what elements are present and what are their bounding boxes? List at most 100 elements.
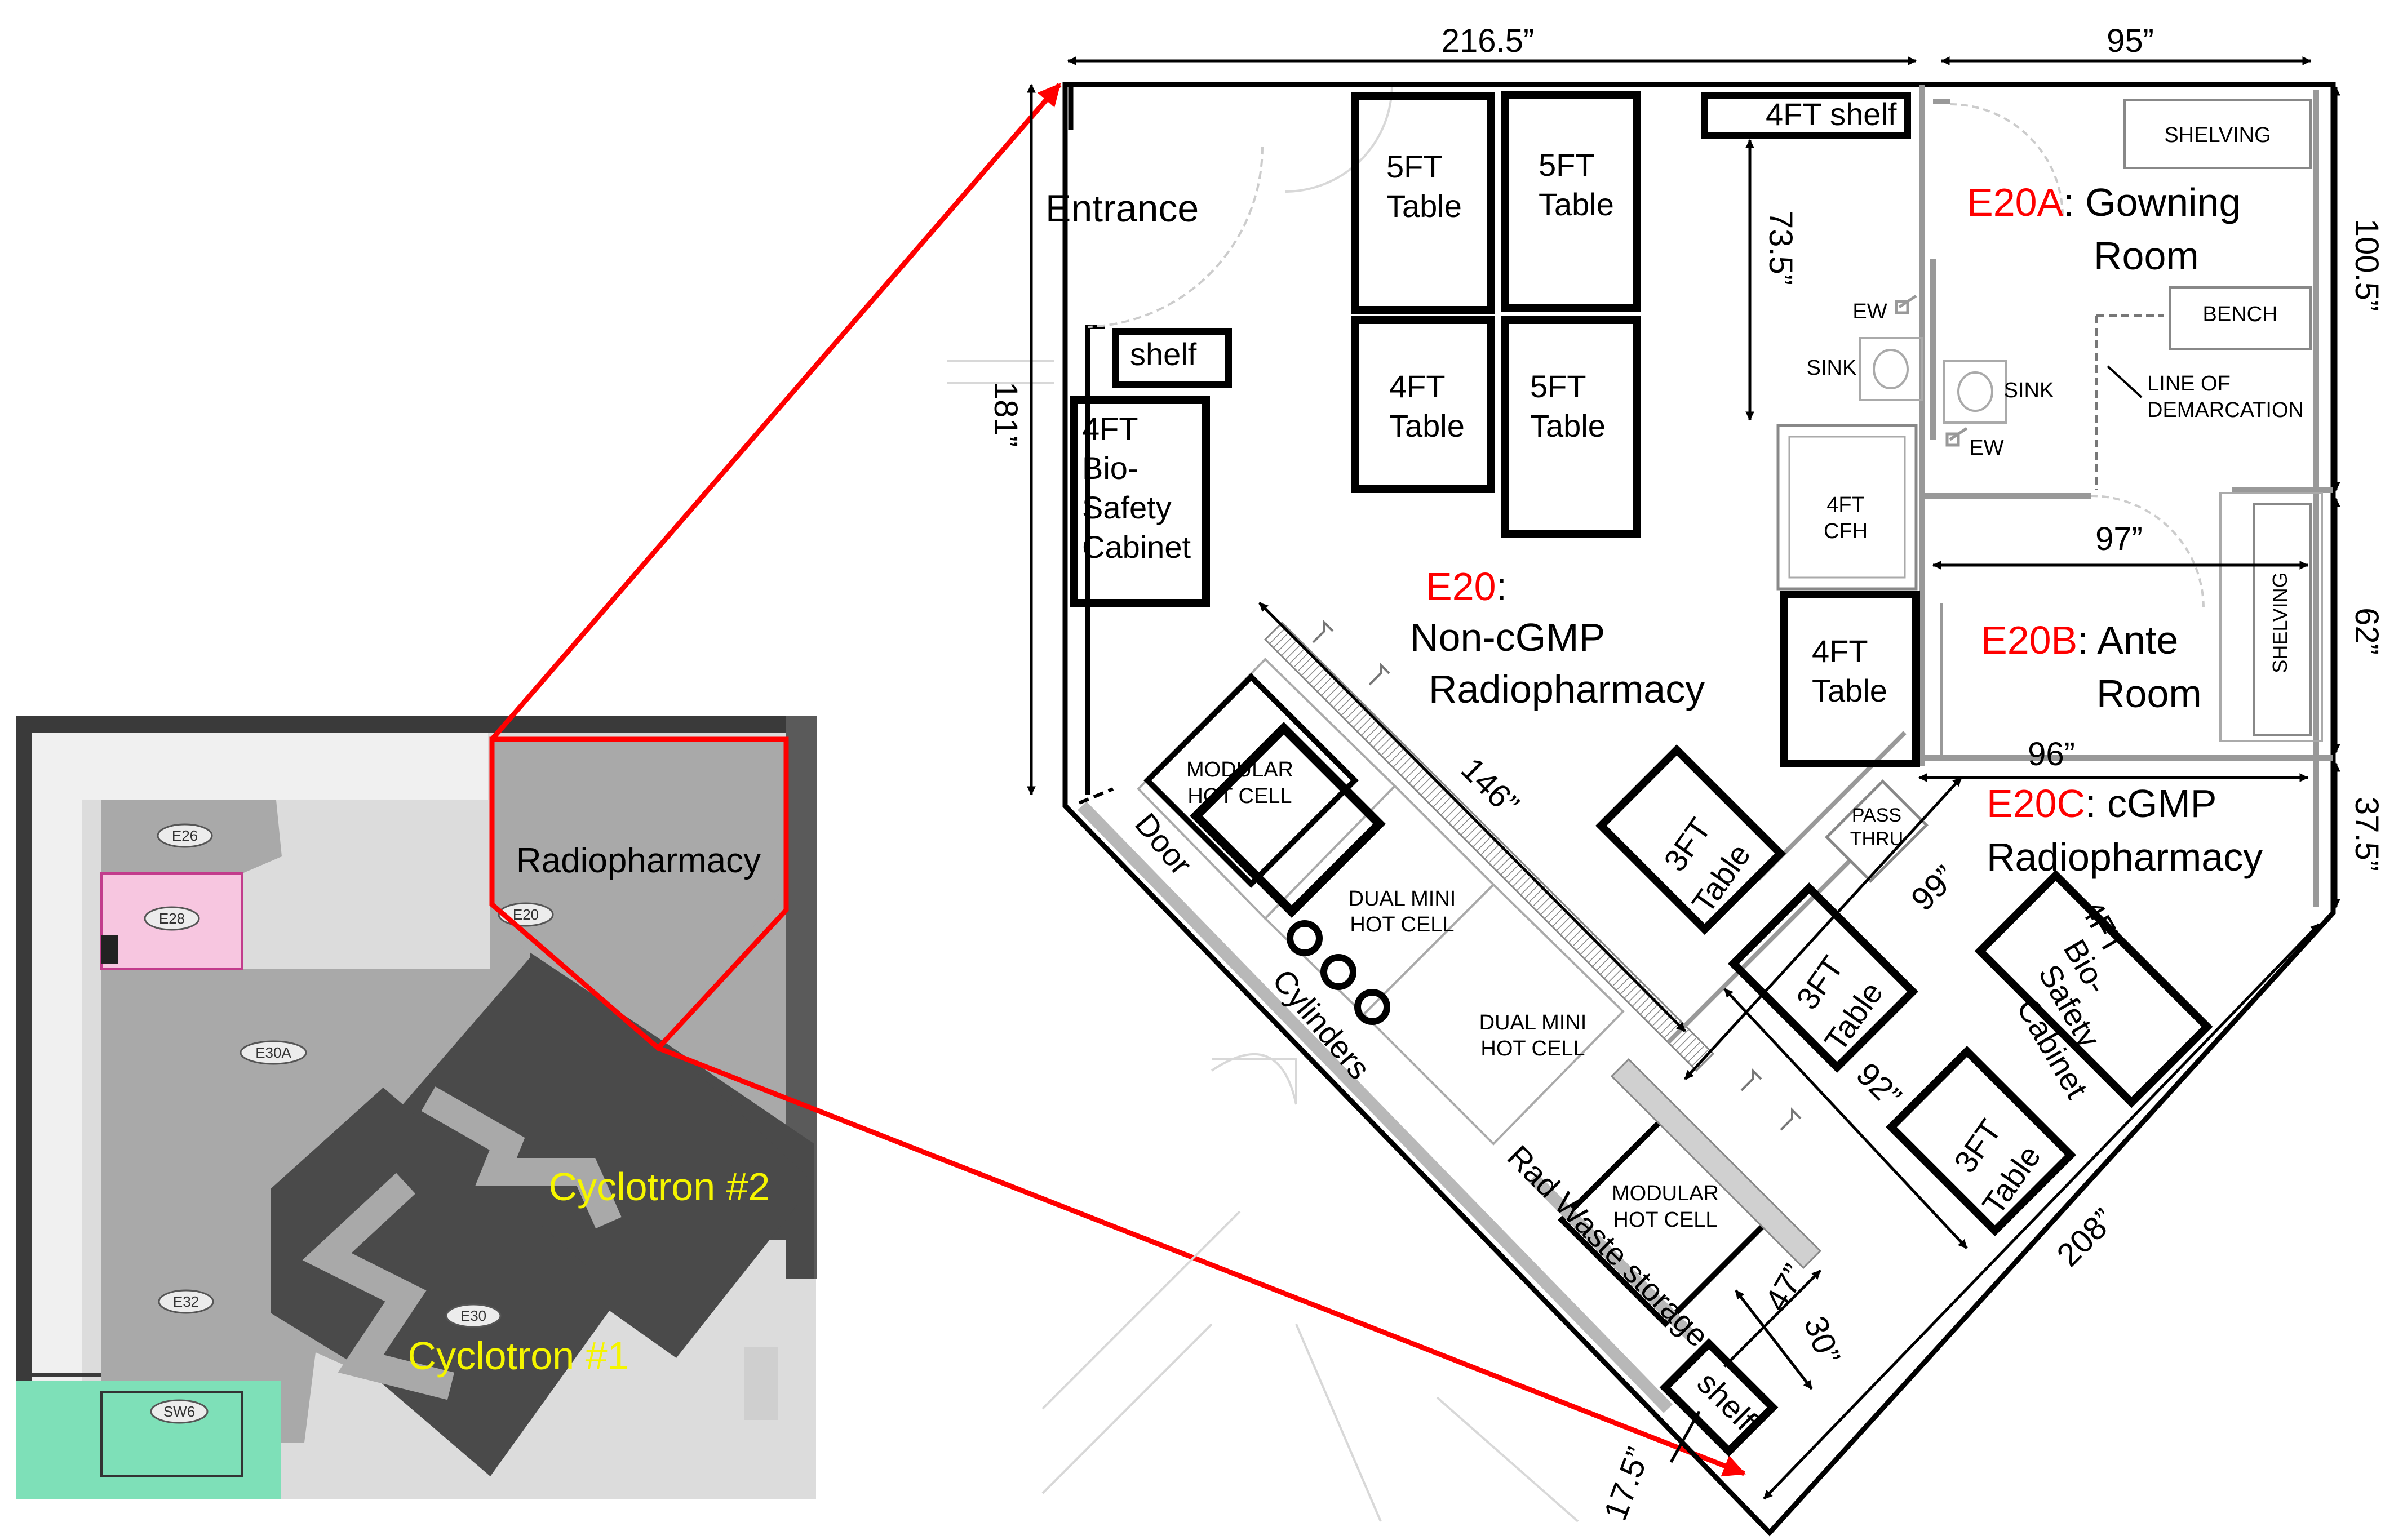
sink-1 <box>1859 337 1923 401</box>
eyewash-1-icon <box>1895 294 1917 314</box>
ante-door-swing <box>2090 495 2205 609</box>
room-tag-e26: E26 <box>157 823 213 848</box>
e20b-heading: E20B: Ante <box>1981 618 2178 662</box>
e20c-code: E20C <box>1987 782 2085 826</box>
sink-2 <box>1943 360 2007 424</box>
cyclotron-1-maze <box>302 1173 455 1400</box>
north-wall <box>16 716 816 733</box>
dual-2-line1: DUAL MINI <box>1479 1011 1587 1035</box>
radiopharmacy-room-fill <box>490 738 786 1048</box>
entrance-door-swing <box>1087 146 1264 328</box>
site-plan: E26 E28 E30A E32 E30 E20 SW6 Radiopharma… <box>16 716 817 1499</box>
modular-hot-cell-1 <box>1190 722 1386 918</box>
e20c-heading: E20C: cGMP <box>1987 782 2216 826</box>
table-4ft-top-line2: Table <box>1389 408 1465 443</box>
door-marker <box>1078 787 1114 805</box>
dim-100-label: 100.5” <box>2348 219 2385 311</box>
room-label-e32: E32 <box>173 1293 199 1310</box>
room-label-e26: E26 <box>172 827 198 844</box>
e20a-code: E20A <box>1967 180 2064 224</box>
e20a-line2: Room <box>2094 234 2199 278</box>
table-5ft-2 <box>1501 91 1641 312</box>
utility-connectors <box>1312 620 1802 1131</box>
surrounding-architecture <box>947 84 1579 1523</box>
gas-cylinder-2 <box>1320 954 1356 990</box>
gowning-door-swing <box>1949 103 2064 218</box>
dual-1-line2: HOT CELL <box>1350 913 1454 937</box>
cfh-hood-inner <box>1788 436 1906 579</box>
dim-line-146 <box>1258 602 1686 1032</box>
table-5ft-3 <box>1501 316 1641 538</box>
table-4ft-top <box>1351 316 1495 493</box>
room-label-e30: E30 <box>460 1307 486 1324</box>
room-label-e28: E28 <box>159 910 185 927</box>
pass-thru-line2: THRU <box>1850 828 1903 850</box>
room-tag-sw6: SW6 <box>150 1399 209 1424</box>
sink-2-label: SINK <box>2004 379 2054 402</box>
stair-outline <box>100 1391 243 1477</box>
eyewash-1-label: EW <box>1852 300 1887 323</box>
modular-1-line2: HOT CELL <box>1187 784 1292 808</box>
dim-92-label: 92” <box>1849 1056 1908 1115</box>
dim-96-label: 96” <box>2028 736 2075 773</box>
room-tag-e30a: E30A <box>240 1040 307 1065</box>
dimension-lines <box>1027 56 2340 1500</box>
shelf-4ft <box>1701 92 1911 139</box>
dim-37-label: 37.5” <box>2348 797 2385 871</box>
gas-cylinder-1 <box>1287 920 1323 956</box>
dim-62-label: 62” <box>2348 607 2385 655</box>
modular-1-line1: MODULAR <box>1186 758 1293 782</box>
room-label-e30a: E30A <box>255 1044 291 1061</box>
dim-line-208 <box>1763 923 2320 1500</box>
corridor-north <box>82 733 488 800</box>
table-5ft-3-line2: Table <box>1530 408 1606 443</box>
table-5ft-1-line1: 5FT <box>1386 149 1443 184</box>
bsc-left-line4: Cabinet <box>1082 529 1191 565</box>
cyclotron-2-label: Cyclotron #2 <box>549 1165 770 1209</box>
e20c-text: : cGMP <box>2085 782 2216 826</box>
table-4ft-cfh-line2: Table <box>1812 673 1887 708</box>
utility-connector-1 <box>1312 620 1334 643</box>
room-tag-e30: E30 <box>445 1303 502 1328</box>
corridor-west <box>32 733 82 1392</box>
table-4ft-top-line1: 4FT <box>1389 369 1446 404</box>
dimension-labels: 216.5” 95” 181” 73.5” 100.5” 62” 37.5” 9… <box>987 23 2385 1525</box>
e20-code: E20 <box>1426 565 1496 609</box>
e20-suffix: : <box>1496 565 1507 609</box>
dim-line-30 <box>1735 1289 1813 1390</box>
dual-2-line2: HOT CELL <box>1480 1037 1585 1060</box>
site-column <box>744 1347 778 1420</box>
bsc-left-line1: 4FT <box>1082 411 1138 446</box>
bsc-left-line3: Safety <box>1082 490 1172 525</box>
door-wall <box>1078 801 1673 1413</box>
dim-216-label: 216.5” <box>1442 23 1534 59</box>
utility-connector-2 <box>1368 662 1390 686</box>
shelf-left <box>1112 328 1232 388</box>
table-5ft-2-line1: 5FT <box>1539 147 1595 183</box>
eyewash-2-icon <box>1945 427 1968 447</box>
room-tag-e28: E28 <box>144 906 200 931</box>
cfh-line2: CFH <box>1824 520 1868 543</box>
cyclotron-1-label: Cyclotron #1 <box>408 1334 629 1378</box>
utility-connector-4 <box>1780 1107 1802 1131</box>
modular-2-line2: HOT CELL <box>1613 1208 1717 1232</box>
dim-97-label: 97” <box>2095 521 2143 557</box>
cyclotron-1-vault <box>271 1088 620 1476</box>
table-5ft-3-line1: 5FT <box>1530 369 1586 404</box>
table-5ft-1 <box>1351 92 1495 314</box>
shelving-top <box>2123 99 2312 169</box>
rad-waste-wall <box>1528 1173 1695 1340</box>
sink-1-label: SINK <box>1807 356 1857 380</box>
dim-99-label: 99” <box>1904 859 1963 918</box>
dual-1-line1: DUAL MINI <box>1349 887 1456 911</box>
demarcation-line1: LINE OF <box>2147 372 2231 396</box>
e20-line2: Non-cGMP <box>1410 615 1605 659</box>
bench <box>2169 286 2312 350</box>
cfh-line1: 4FT <box>1826 493 1865 517</box>
pass-thru-line1: PASS <box>1852 805 1901 826</box>
entrance-label: Entrance <box>1045 187 1199 230</box>
dim-181-label: 181” <box>987 381 1024 447</box>
table-5ft-2-line2: Table <box>1539 187 1614 222</box>
shelving-top-label: SHELVING <box>2164 123 2271 147</box>
